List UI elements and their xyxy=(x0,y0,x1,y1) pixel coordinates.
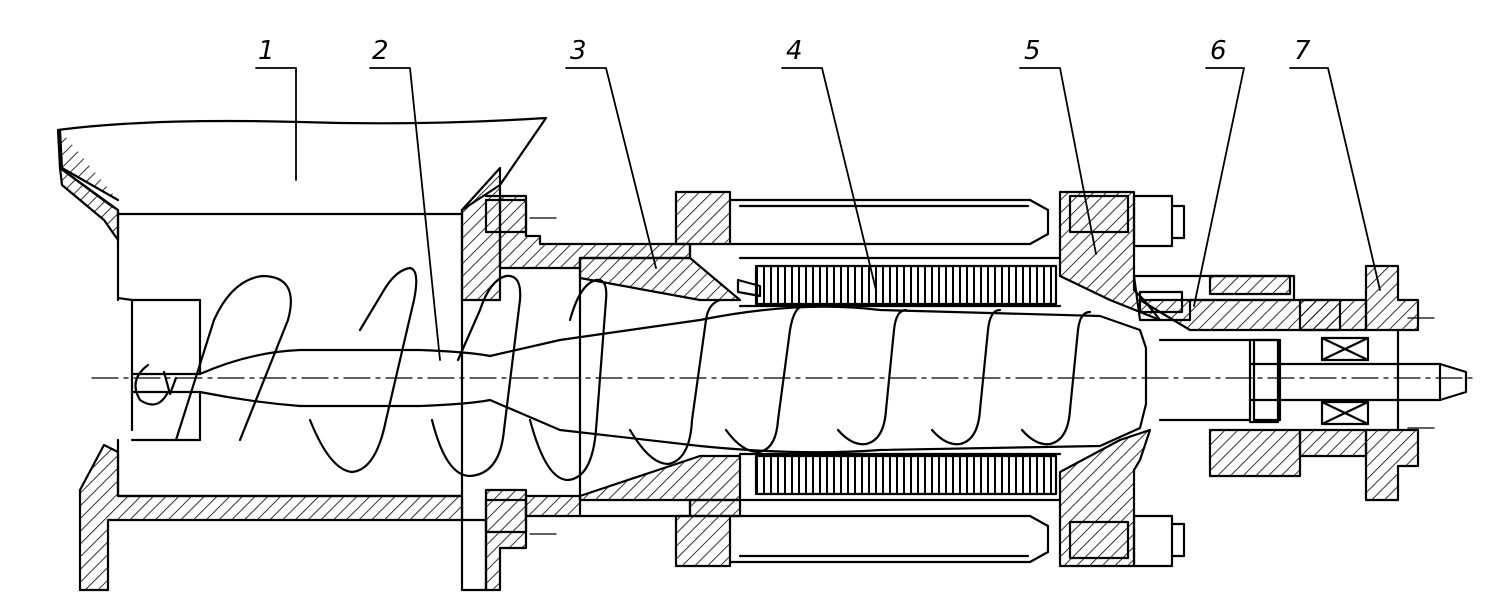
barrel-cone xyxy=(578,190,742,568)
outlet-regulator xyxy=(1132,274,1342,478)
screen-cylinder xyxy=(736,256,1062,502)
leader-lines xyxy=(255,67,1381,361)
callout-3: 3 xyxy=(570,36,587,66)
callout-4: 4 xyxy=(786,36,803,66)
tie-rods xyxy=(728,198,1050,564)
bearing-housing xyxy=(1298,264,1420,502)
auger-screw xyxy=(130,266,1148,482)
callout-7: 7 xyxy=(1294,36,1311,66)
centre-line xyxy=(91,217,1479,535)
right-flange xyxy=(1058,190,1186,568)
callout-5: 5 xyxy=(1024,36,1041,66)
feed-housing xyxy=(78,166,742,592)
callout-1: 1 xyxy=(258,36,275,66)
callout-6: 6 xyxy=(1210,36,1227,66)
drive-shaft xyxy=(1248,338,1468,422)
callout-2: 2 xyxy=(372,36,389,66)
